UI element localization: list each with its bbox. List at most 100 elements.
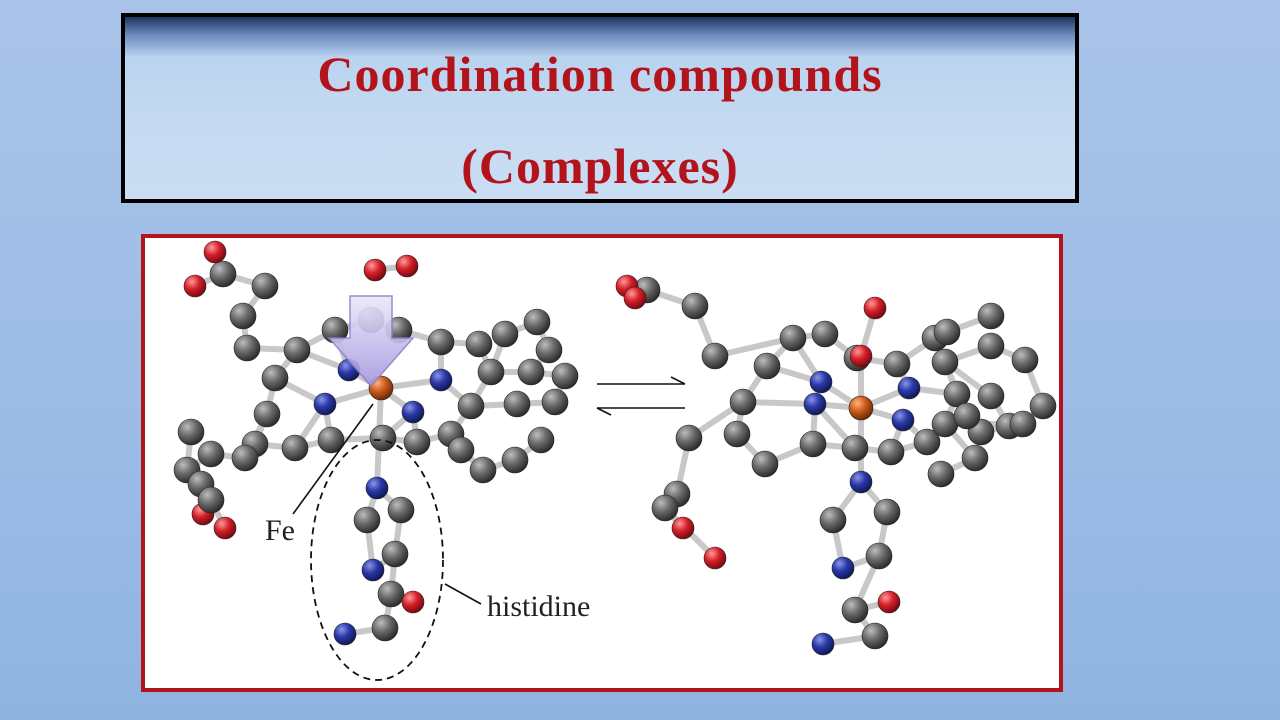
right-carbon-atom [961,444,989,472]
right-carbon-atom [811,320,839,348]
left-carbon-atom [427,328,455,356]
left-carbon-atom [551,362,579,390]
left-oxygen-atom [395,254,419,278]
oxygen-binding-arrow [327,295,415,388]
left-nitrogen-atom [313,392,337,416]
left-carbon-atom [465,330,493,358]
right-carbon-atom [861,622,889,650]
right-carbon-atom [977,332,1005,360]
left-oxygen-atom [213,516,237,540]
fe-label: Fe [265,514,295,547]
heme-diagram: Fe histidine [173,240,1057,681]
right-carbon-atom [729,388,757,416]
slide-title: Coordination compounds [317,46,883,102]
atom-layer [173,240,1057,656]
right-carbon-atom [753,352,781,380]
right-nitrogen-atom [831,556,855,580]
left-nitrogen-atom [333,622,357,646]
left-carbon-atom [371,614,399,642]
left-carbon-atom [283,336,311,364]
right-carbon-atom [865,542,893,570]
right-nitrogen-atom [849,470,873,494]
left-oxygen-atom [401,590,425,614]
left-carbon-atom [491,320,519,348]
left-carbon-atom [503,390,531,418]
right-carbon-atom [927,460,955,488]
right-carbon-atom [883,350,911,378]
histidine-pointer-line [444,583,482,605]
left-carbon-atom [501,446,529,474]
left-carbon-atom [177,418,205,446]
right-oxygen-atom [877,590,901,614]
right-carbon-atom [841,596,869,624]
left-carbon-atom [197,486,225,514]
annotation-layer: Fe histidine [265,295,686,681]
right-carbon-atom [751,450,779,478]
right-carbon-atom [933,318,961,346]
reverse-arrow-head [596,407,612,416]
right-carbon-atom [675,424,703,452]
histidine-label: histidine [487,590,590,623]
right-carbon-atom [877,438,905,466]
left-carbon-atom [209,260,237,288]
left-carbon-atom [541,388,569,416]
bond-layer [184,249,1046,647]
right-oxygen-atom [863,296,887,320]
right-nitrogen-atom [811,632,835,656]
histidine-highlight-ellipse [310,439,444,681]
right-iron-atom [848,395,874,421]
left-carbon-atom [231,444,259,472]
right-carbon-atom [841,434,869,462]
left-carbon-atom [281,434,309,462]
right-oxygen-atom [703,546,727,570]
left-nitrogen-atom [429,368,453,392]
right-carbon-atom [723,420,751,448]
left-carbon-atom [261,364,289,392]
right-carbon-atom [701,342,729,370]
right-carbon-atom [651,494,679,522]
right-nitrogen-atom [897,376,921,400]
right-carbon-atom [873,498,901,526]
left-nitrogen-atom [361,558,385,582]
right-carbon-atom [779,324,807,352]
right-carbon-atom [681,292,709,320]
left-oxygen-atom [363,258,387,282]
slide-subtitle: (Complexes) [461,138,739,194]
right-carbon-atom [931,348,959,376]
left-nitrogen-atom [401,400,425,424]
left-carbon-atom [535,336,563,364]
left-carbon-atom [469,456,497,484]
left-carbon-atom [353,506,381,534]
left-carbon-atom [527,426,555,454]
right-carbon-atom [953,402,981,430]
left-carbon-atom [377,580,405,608]
left-carbon-atom [381,540,409,568]
right-carbon-atom [1011,346,1039,374]
left-carbon-atom [477,358,505,386]
left-carbon-atom [317,426,345,454]
right-carbon-atom [913,428,941,456]
right-nitrogen-atom [803,392,827,416]
right-carbon-atom [1009,410,1037,438]
left-carbon-atom [253,400,281,428]
right-bond [712,335,796,359]
forward-arrow-head [670,376,686,385]
left-carbon-atom [517,358,545,386]
left-carbon-atom [457,392,485,420]
left-carbon-atom [403,428,431,456]
left-carbon-atom [251,272,279,300]
heme-figure-frame: Fe histidine [141,234,1063,692]
right-carbon-atom [977,302,1005,330]
right-carbon-atom [943,380,971,408]
right-oxygen-atom [849,344,873,368]
right-oxygen-atom [671,516,695,540]
left-carbon-atom [197,440,225,468]
left-carbon-atom [229,302,257,330]
title-banner: Coordination compounds (Complexes) [121,13,1079,203]
fe-pointer-line [292,403,374,515]
left-carbon-atom [387,496,415,524]
left-nitrogen-atom [365,476,389,500]
left-oxygen-atom [203,240,227,264]
left-carbon-atom [233,334,261,362]
right-oxygen-atom [623,286,647,310]
